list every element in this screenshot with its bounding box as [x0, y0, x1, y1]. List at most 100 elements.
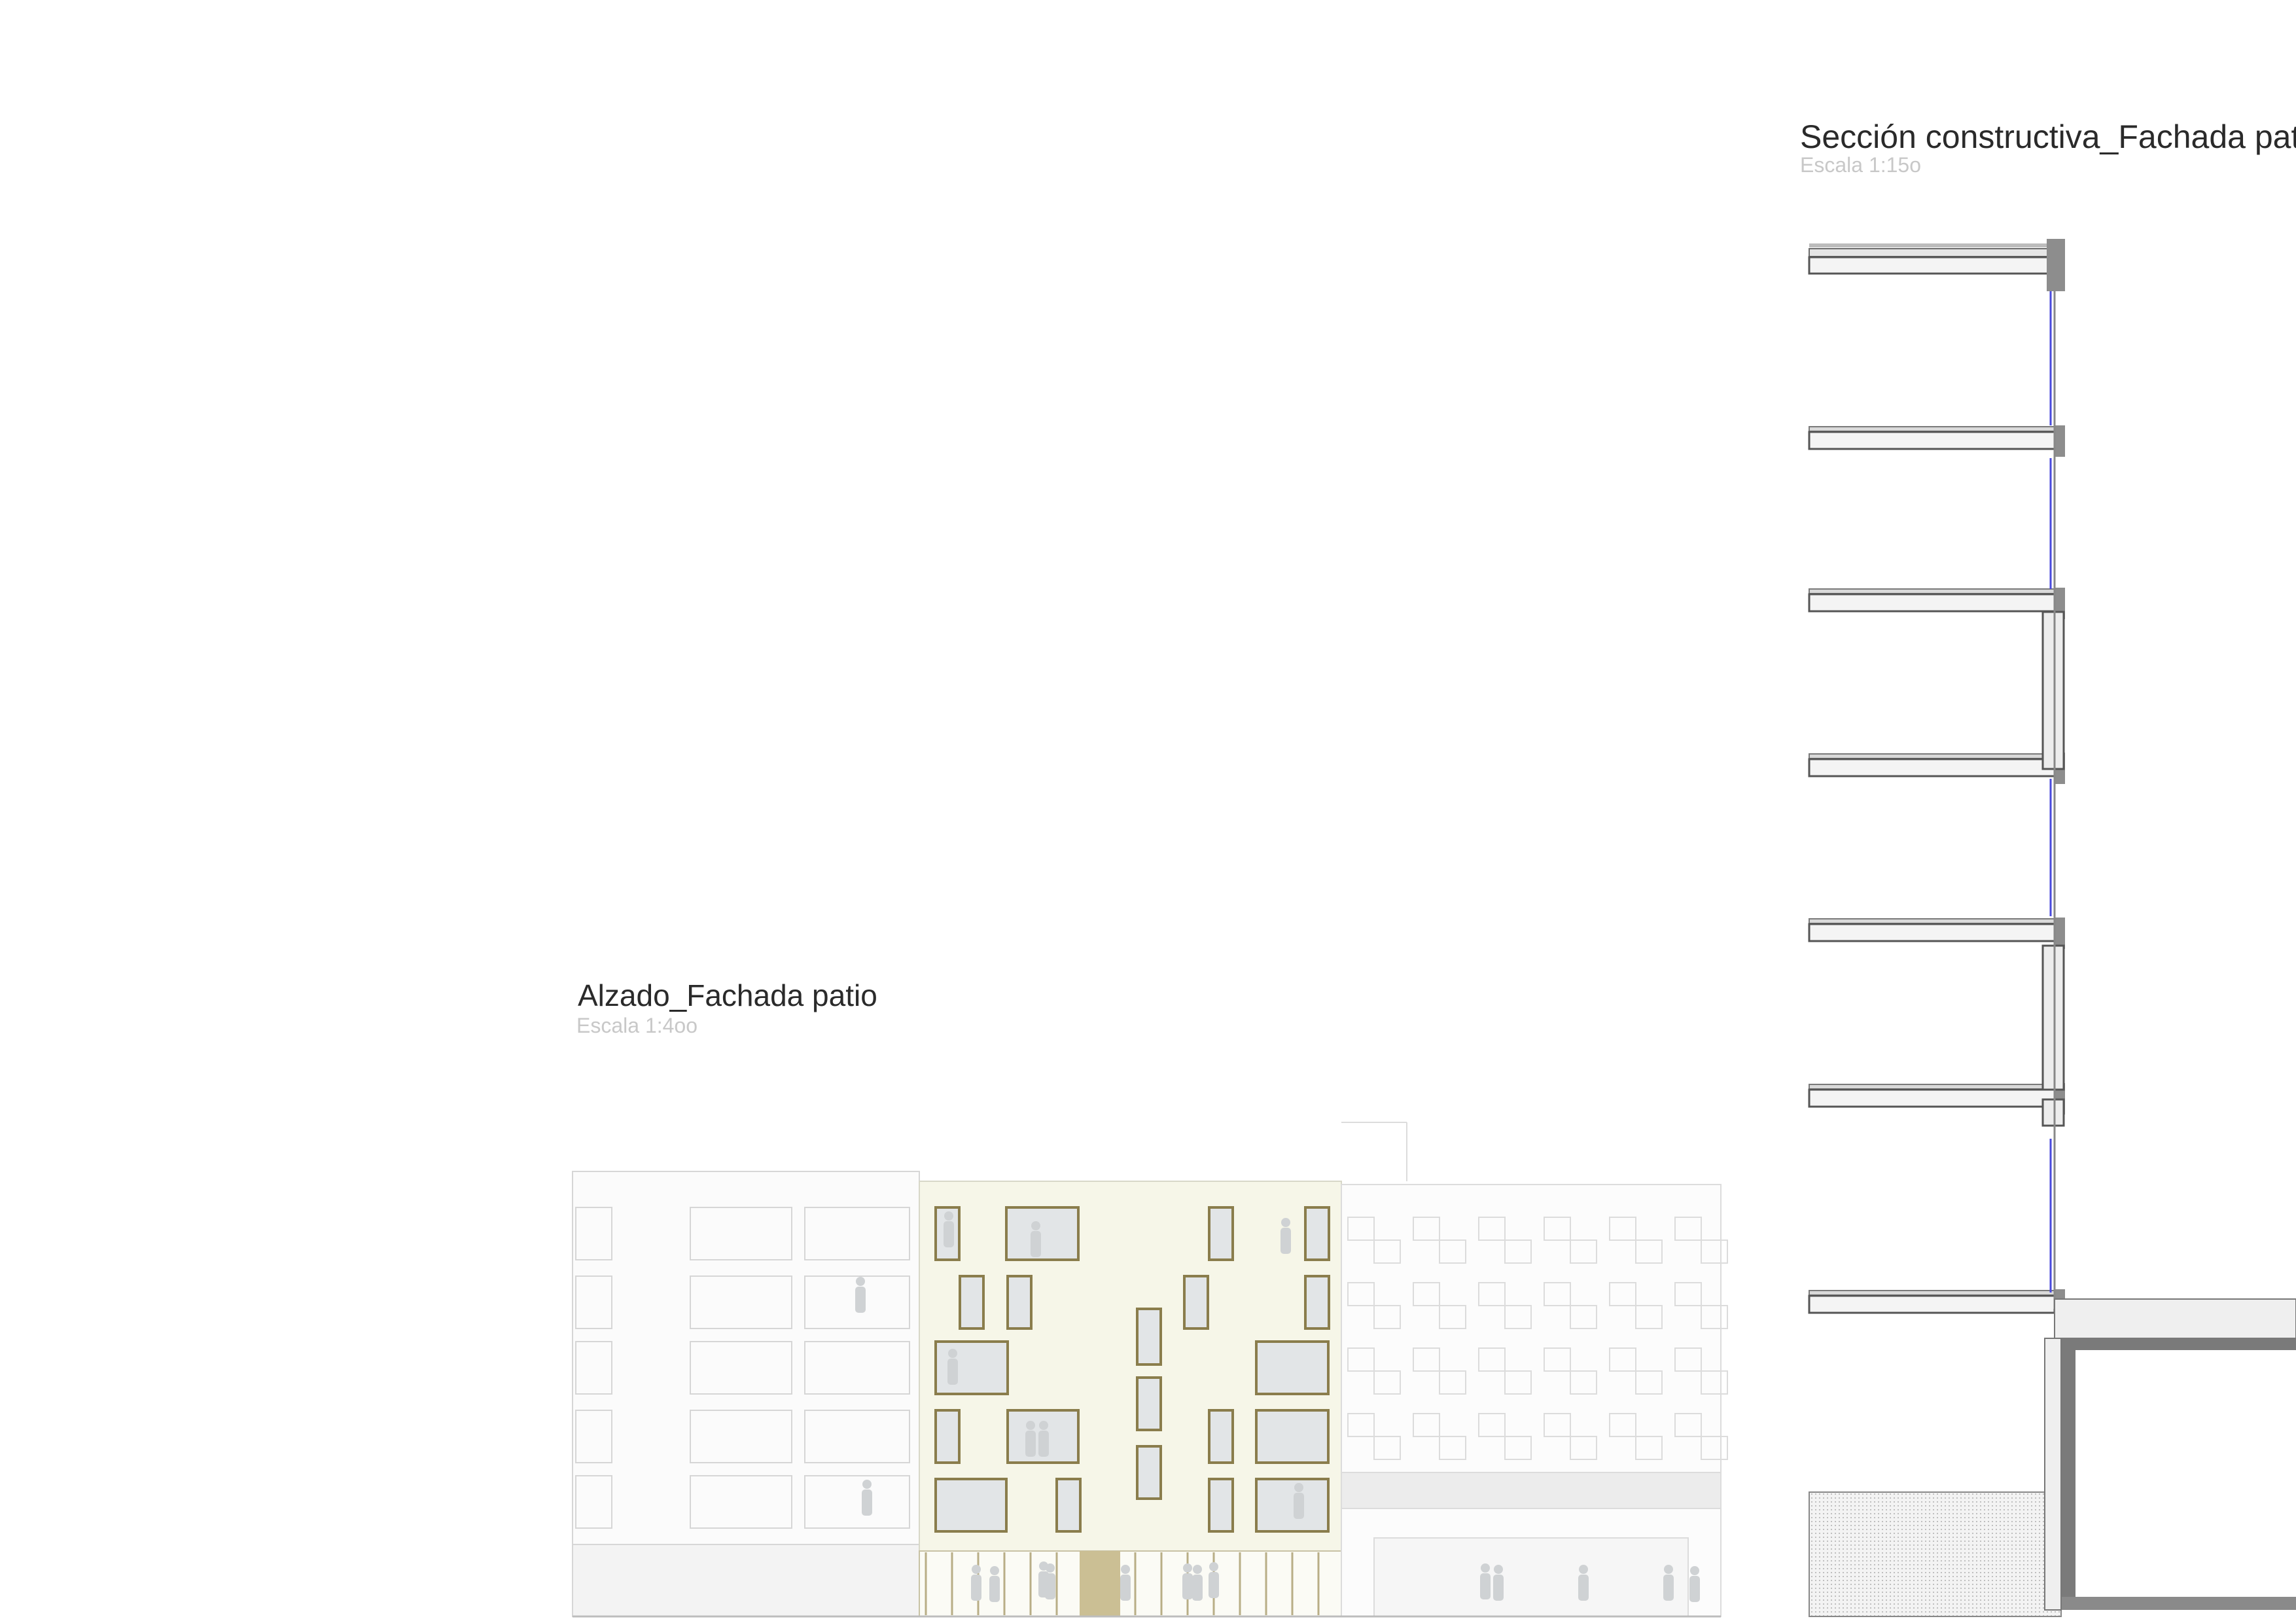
elevation-scale: Escala 1:4oo	[576, 1014, 698, 1037]
spandrel-beam	[2041, 611, 2065, 770]
window	[1136, 1376, 1162, 1431]
floor-slab	[1808, 425, 2065, 457]
window	[1347, 1347, 1375, 1372]
window	[1005, 1206, 1080, 1261]
window	[1544, 1347, 1571, 1372]
window	[1006, 1275, 1033, 1330]
elevation-title: Alzado_Fachada patio	[578, 978, 877, 1012]
window	[1413, 1347, 1440, 1372]
person-silhouette	[1209, 1562, 1219, 1598]
window	[1504, 1305, 1532, 1329]
window	[1208, 1206, 1234, 1261]
window	[1373, 1240, 1401, 1264]
window	[690, 1207, 792, 1260]
person-silhouette	[1578, 1565, 1589, 1601]
window	[1347, 1217, 1375, 1241]
person-silhouette	[971, 1565, 981, 1601]
window	[1635, 1305, 1663, 1329]
window	[1504, 1370, 1532, 1395]
window	[1609, 1282, 1636, 1306]
window	[1674, 1413, 1702, 1437]
window	[1478, 1347, 1506, 1372]
window	[934, 1409, 961, 1464]
window	[1544, 1413, 1571, 1437]
window	[690, 1275, 792, 1329]
window	[1635, 1436, 1663, 1460]
person-silhouette	[944, 1211, 954, 1247]
floor-slab	[1808, 588, 2065, 619]
elevation-drawing	[572, 1122, 1728, 1618]
right-neighbor-building	[1341, 1122, 1728, 1617]
floor-slab	[1808, 918, 2065, 949]
section-scale: Escala 1:15o	[1800, 153, 1922, 177]
person-silhouette	[1192, 1565, 1203, 1601]
section-title: Sección constructiva_Fachada patio	[1800, 118, 2296, 155]
window	[1413, 1413, 1440, 1437]
person-silhouette	[989, 1566, 1000, 1602]
window	[575, 1475, 612, 1529]
window	[1373, 1436, 1401, 1460]
window	[1208, 1478, 1234, 1533]
window	[1609, 1413, 1636, 1437]
window	[1373, 1370, 1401, 1395]
basement	[1809, 1298, 2296, 1617]
person-silhouette	[1182, 1563, 1193, 1599]
person-silhouette	[862, 1480, 872, 1516]
window	[1439, 1305, 1466, 1329]
person-silhouette	[1493, 1565, 1504, 1601]
person-silhouette	[1480, 1563, 1491, 1599]
window	[1255, 1409, 1330, 1464]
window	[575, 1207, 612, 1260]
entrance-door	[1080, 1551, 1120, 1616]
window	[1439, 1436, 1466, 1460]
window	[1544, 1282, 1571, 1306]
window	[934, 1340, 1009, 1395]
window	[1413, 1217, 1440, 1241]
window	[1478, 1217, 1506, 1241]
window	[1570, 1370, 1597, 1395]
window	[1373, 1305, 1401, 1329]
person-silhouette	[947, 1349, 958, 1385]
window	[1570, 1305, 1597, 1329]
person-silhouette	[1045, 1563, 1055, 1599]
window	[1701, 1240, 1728, 1264]
window	[1439, 1240, 1466, 1264]
spandrel-beam	[2041, 944, 2065, 1091]
person-silhouette	[1120, 1565, 1131, 1601]
people-silhouettes	[855, 1211, 1700, 1602]
window	[575, 1341, 612, 1395]
person-silhouette	[1025, 1421, 1036, 1457]
spandrel-beam	[2041, 1098, 2065, 1127]
window	[1413, 1282, 1440, 1306]
floor-slab	[1808, 1289, 2065, 1321]
window	[1347, 1413, 1375, 1437]
window	[690, 1410, 792, 1463]
constructive-section	[1808, 239, 2296, 1617]
window	[1701, 1370, 1728, 1395]
window	[804, 1207, 910, 1260]
window	[1136, 1308, 1162, 1366]
person-silhouette	[1689, 1566, 1700, 1602]
window	[1208, 1409, 1234, 1464]
window	[1635, 1240, 1663, 1264]
window	[1570, 1436, 1597, 1460]
roof-slab	[1808, 239, 2065, 291]
person-silhouette	[1663, 1565, 1674, 1601]
window	[575, 1275, 612, 1329]
window	[804, 1410, 910, 1463]
window	[1183, 1275, 1209, 1330]
window	[690, 1341, 792, 1395]
window	[1701, 1305, 1728, 1329]
window	[1478, 1282, 1506, 1306]
window	[1609, 1217, 1636, 1241]
window	[804, 1341, 910, 1395]
person-silhouette	[1294, 1483, 1304, 1519]
window	[1136, 1445, 1162, 1500]
window	[1674, 1347, 1702, 1372]
window	[959, 1275, 985, 1330]
left-neighbor-building	[572, 1171, 920, 1617]
window	[1701, 1436, 1728, 1460]
window	[934, 1478, 1008, 1533]
window	[1504, 1240, 1532, 1264]
window	[1304, 1275, 1330, 1330]
